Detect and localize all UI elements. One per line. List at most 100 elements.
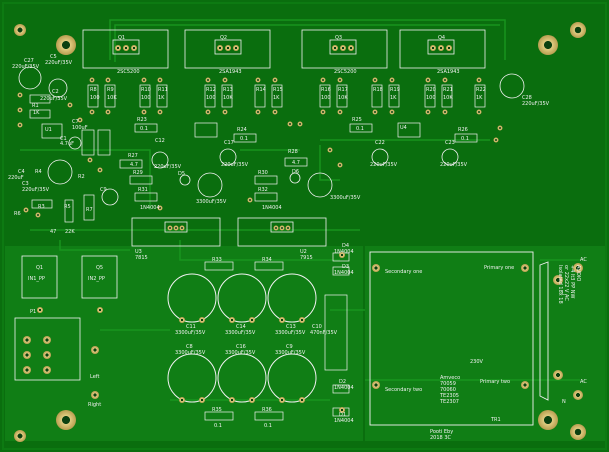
r11-label: R11 — [158, 87, 168, 93]
v47-a: 4.7 — [130, 162, 138, 168]
c8-value: 3300uF/35V — [175, 350, 206, 356]
transformer-info-4: TE2305 — [440, 393, 459, 399]
r1-label: R1 — [32, 103, 39, 109]
u2-label: U2 — [300, 249, 307, 255]
r33-label: R33 — [212, 257, 222, 263]
r36-label: R36 — [262, 407, 272, 413]
v10k-a: 10K — [107, 95, 117, 101]
d6-label: D6 — [292, 169, 300, 175]
r34-label: R34 — [262, 257, 272, 263]
r1-value: 1K — [33, 110, 40, 116]
c22-label: C22 — [375, 140, 385, 146]
r16-label: R16 — [321, 87, 331, 93]
u1-label: U1 — [45, 127, 52, 133]
left-label: Left — [90, 374, 100, 380]
d-part-a: 1N4004 — [140, 205, 160, 211]
r31-label: R31 — [138, 187, 148, 193]
v1k-b: 1K — [273, 95, 280, 101]
transformer-side-3: +4 lt3 PP NW — [569, 265, 575, 299]
c2-label: C2 — [52, 89, 59, 95]
r10-label: R10 — [141, 87, 151, 93]
right-label: Right — [88, 402, 102, 408]
c10-label: C10 — [312, 324, 322, 330]
r20-label: R20 — [426, 87, 436, 93]
r5-label: R5 — [64, 204, 71, 210]
c-big-b: 3300uF/35V — [330, 195, 361, 201]
ac-line-bottom: N — [562, 399, 566, 405]
c5-label: C5 — [50, 54, 57, 60]
q2-label: Q2 — [220, 35, 228, 41]
transformer-side-4: AUDIO — [575, 265, 581, 282]
r24-label: R24 — [237, 127, 247, 133]
c14-label: C14 — [236, 324, 246, 330]
secondary-one-label: Secondary one — [385, 269, 423, 275]
ac-bottom-label: AC — [580, 379, 587, 385]
c17-label: C17 — [224, 140, 234, 146]
c-big-a: 3300uF/35V — [196, 199, 227, 205]
c10-value: 470nF/35V — [310, 330, 338, 336]
c13-label: C13 — [286, 324, 296, 330]
c17-value: 220uF/35V — [221, 162, 249, 168]
transformer-side-1: Isolated 18x 18 — [557, 265, 563, 304]
r17-label: R17 — [338, 87, 348, 93]
in1-label: IN1_PP — [28, 276, 45, 282]
c23-label: C23 — [445, 140, 455, 146]
secondary-two-label: Secondary two — [385, 387, 423, 393]
u2-part: 7915 — [300, 255, 313, 261]
r29-label: R29 — [133, 170, 143, 176]
v47-b: 4.7 — [292, 160, 300, 166]
v1k-a: 1K — [158, 95, 165, 101]
q1-label: Q1 — [118, 35, 126, 41]
c1-value: 4.7uF — [60, 141, 74, 147]
d4-part: 1N4004 — [334, 249, 354, 255]
v10k-d: 10K — [443, 95, 453, 101]
v10k-b: 10K — [223, 95, 233, 101]
q3-label: Q3 — [335, 35, 343, 41]
v1k-c: 1K — [390, 95, 397, 101]
transformer-info-1: Amveco — [440, 375, 461, 381]
r26-label: R26 — [458, 127, 468, 133]
r27-label: R27 — [128, 153, 138, 159]
c7-label: C7 — [72, 119, 79, 125]
v1k-d: 1K — [476, 95, 483, 101]
r19-label: R19 — [390, 87, 400, 93]
c11-label: C11 — [186, 324, 196, 330]
in2-label: IN2_PP — [88, 276, 105, 282]
r32-label: R32 — [258, 187, 268, 193]
c27-label: C27 — [24, 58, 34, 64]
r4-label: R4 — [35, 169, 42, 175]
c12-label: C12 — [155, 138, 165, 144]
r23-label: R23 — [137, 117, 147, 123]
r2-label: R2 — [78, 174, 85, 180]
c9-label: C9 — [100, 187, 107, 193]
r-22k: 22K — [65, 229, 75, 235]
r13-label: R13 — [223, 87, 233, 93]
c11-value: 3300uF/35V — [175, 330, 206, 336]
r9-label: R9 — [107, 87, 114, 93]
c2-value: 220uF/35V — [40, 96, 68, 102]
d1-label: D1 — [339, 412, 347, 418]
footer-line2: 2018 3C — [430, 435, 451, 441]
v10k-c: 10K — [338, 95, 348, 101]
r12-label: R12 — [206, 87, 216, 93]
u3-part: 7815 — [135, 255, 148, 261]
v100-e: 100 — [426, 95, 436, 101]
r25-label: R25 — [352, 117, 362, 123]
primary-one-label: Primary one — [484, 265, 515, 271]
transformer-info-2: 70059 — [440, 381, 456, 387]
c14-value: 3300uF/35V — [225, 330, 256, 336]
d3-part: 1N4004 — [334, 270, 354, 276]
r2-value: 47 — [50, 229, 57, 235]
v100-d: 100 — [321, 95, 331, 101]
q5-label: Q5 — [96, 265, 104, 271]
c7-value: 100uF — [72, 125, 88, 131]
d3-label: D3 — [342, 264, 350, 270]
ac-top-label: AC — [580, 257, 587, 263]
c22-value: 220uF/35V — [370, 162, 398, 168]
d-part-b: 1N4004 — [262, 205, 282, 211]
r28-label: R28 — [288, 149, 298, 155]
q4-part: 2SA1943 — [437, 69, 460, 75]
c16-label: C16 — [236, 344, 246, 350]
